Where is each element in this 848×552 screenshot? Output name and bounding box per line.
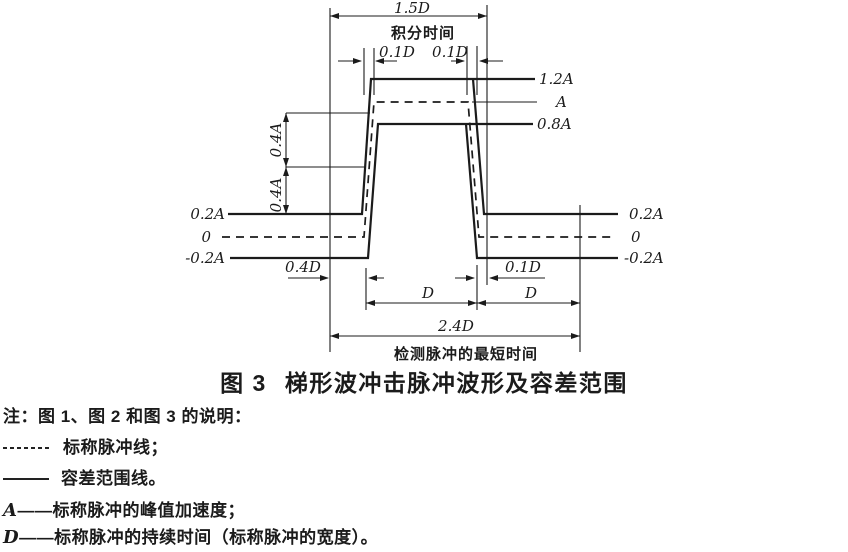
note-tolerance-line: 容差范围线。 xyxy=(3,464,166,489)
d-definition-text: ——标称脉冲的持续时间（标称脉冲的宽度）。 xyxy=(19,528,379,547)
tolerance-boundary-lines xyxy=(228,77,618,260)
axis-right-pos-label: 0.2A xyxy=(629,205,664,223)
axis-left-neg-label: -0.2A xyxy=(185,249,225,267)
axis-right-zero-label: 0 xyxy=(631,228,641,246)
axis-right-neg-label: -0.2A xyxy=(624,249,664,267)
dim-label-1p5d: 1.5D xyxy=(394,0,430,17)
dim-label-d-after: D xyxy=(524,284,537,302)
tolerance-line-label: 容差范围线。 xyxy=(61,469,166,488)
figure-title: 梯形波冲击脉冲波形及容差范围 xyxy=(284,370,628,396)
dim-label-2p4d: 2.4D xyxy=(437,317,474,335)
dim-label-0p4a-lower: 0.4A xyxy=(267,177,285,212)
dim-label-0p1d-rise: 0.1D xyxy=(379,43,415,61)
dimension-and-extension-lines xyxy=(285,5,581,352)
notes-heading: 注：图 1、图 2 和图 3 的说明： xyxy=(3,407,252,426)
dim-label-d-pulse: D xyxy=(421,284,434,302)
level-label-1p2a: 1.2A xyxy=(539,70,574,88)
axis-left-pos-label: 0.2A xyxy=(190,205,225,223)
nominal-line-label: 标称脉冲线； xyxy=(63,438,168,457)
level-label-a: A xyxy=(554,93,567,111)
min-detect-time-label: 检测脉冲的最短时间 xyxy=(394,345,538,363)
trapezoid-pulse-diagram: 1.5D 积分时间 0.1D 0.1D 1.2A A 0.8A 0.4A 0.4… xyxy=(185,0,664,363)
dim-label-0p4a-upper: 0.4A xyxy=(267,122,285,157)
axis-left-zero-label: 0 xyxy=(201,228,211,246)
integration-time-label: 积分时间 xyxy=(391,24,455,42)
nominal-pulse-dashed-line xyxy=(222,101,615,238)
note-d-definition: D——标称脉冲的持续时间（标称脉冲的宽度）。 xyxy=(3,523,378,548)
figure-number: 图 3 xyxy=(220,370,267,396)
note-a-definition: A——标称脉冲的峰值加速度； xyxy=(3,496,245,521)
a-definition-text: ——标称脉冲的峰值加速度； xyxy=(17,501,245,520)
symbol-d: D xyxy=(3,527,20,548)
dashed-line-sample xyxy=(3,447,51,449)
level-label-0p8a: 0.8A xyxy=(537,115,572,133)
solid-line-sample xyxy=(3,478,49,480)
dim-label-0p1d-after: 0.1D xyxy=(505,258,541,276)
dim-label-0p4d: 0.4D xyxy=(285,258,321,276)
note-nominal-line: 标称脉冲线； xyxy=(3,433,168,458)
symbol-a: A xyxy=(3,500,18,521)
dim-label-0p1d-fall: 0.1D xyxy=(432,43,468,61)
figure-caption: 图 3 梯形波冲击脉冲波形及容差范围 xyxy=(0,364,848,398)
